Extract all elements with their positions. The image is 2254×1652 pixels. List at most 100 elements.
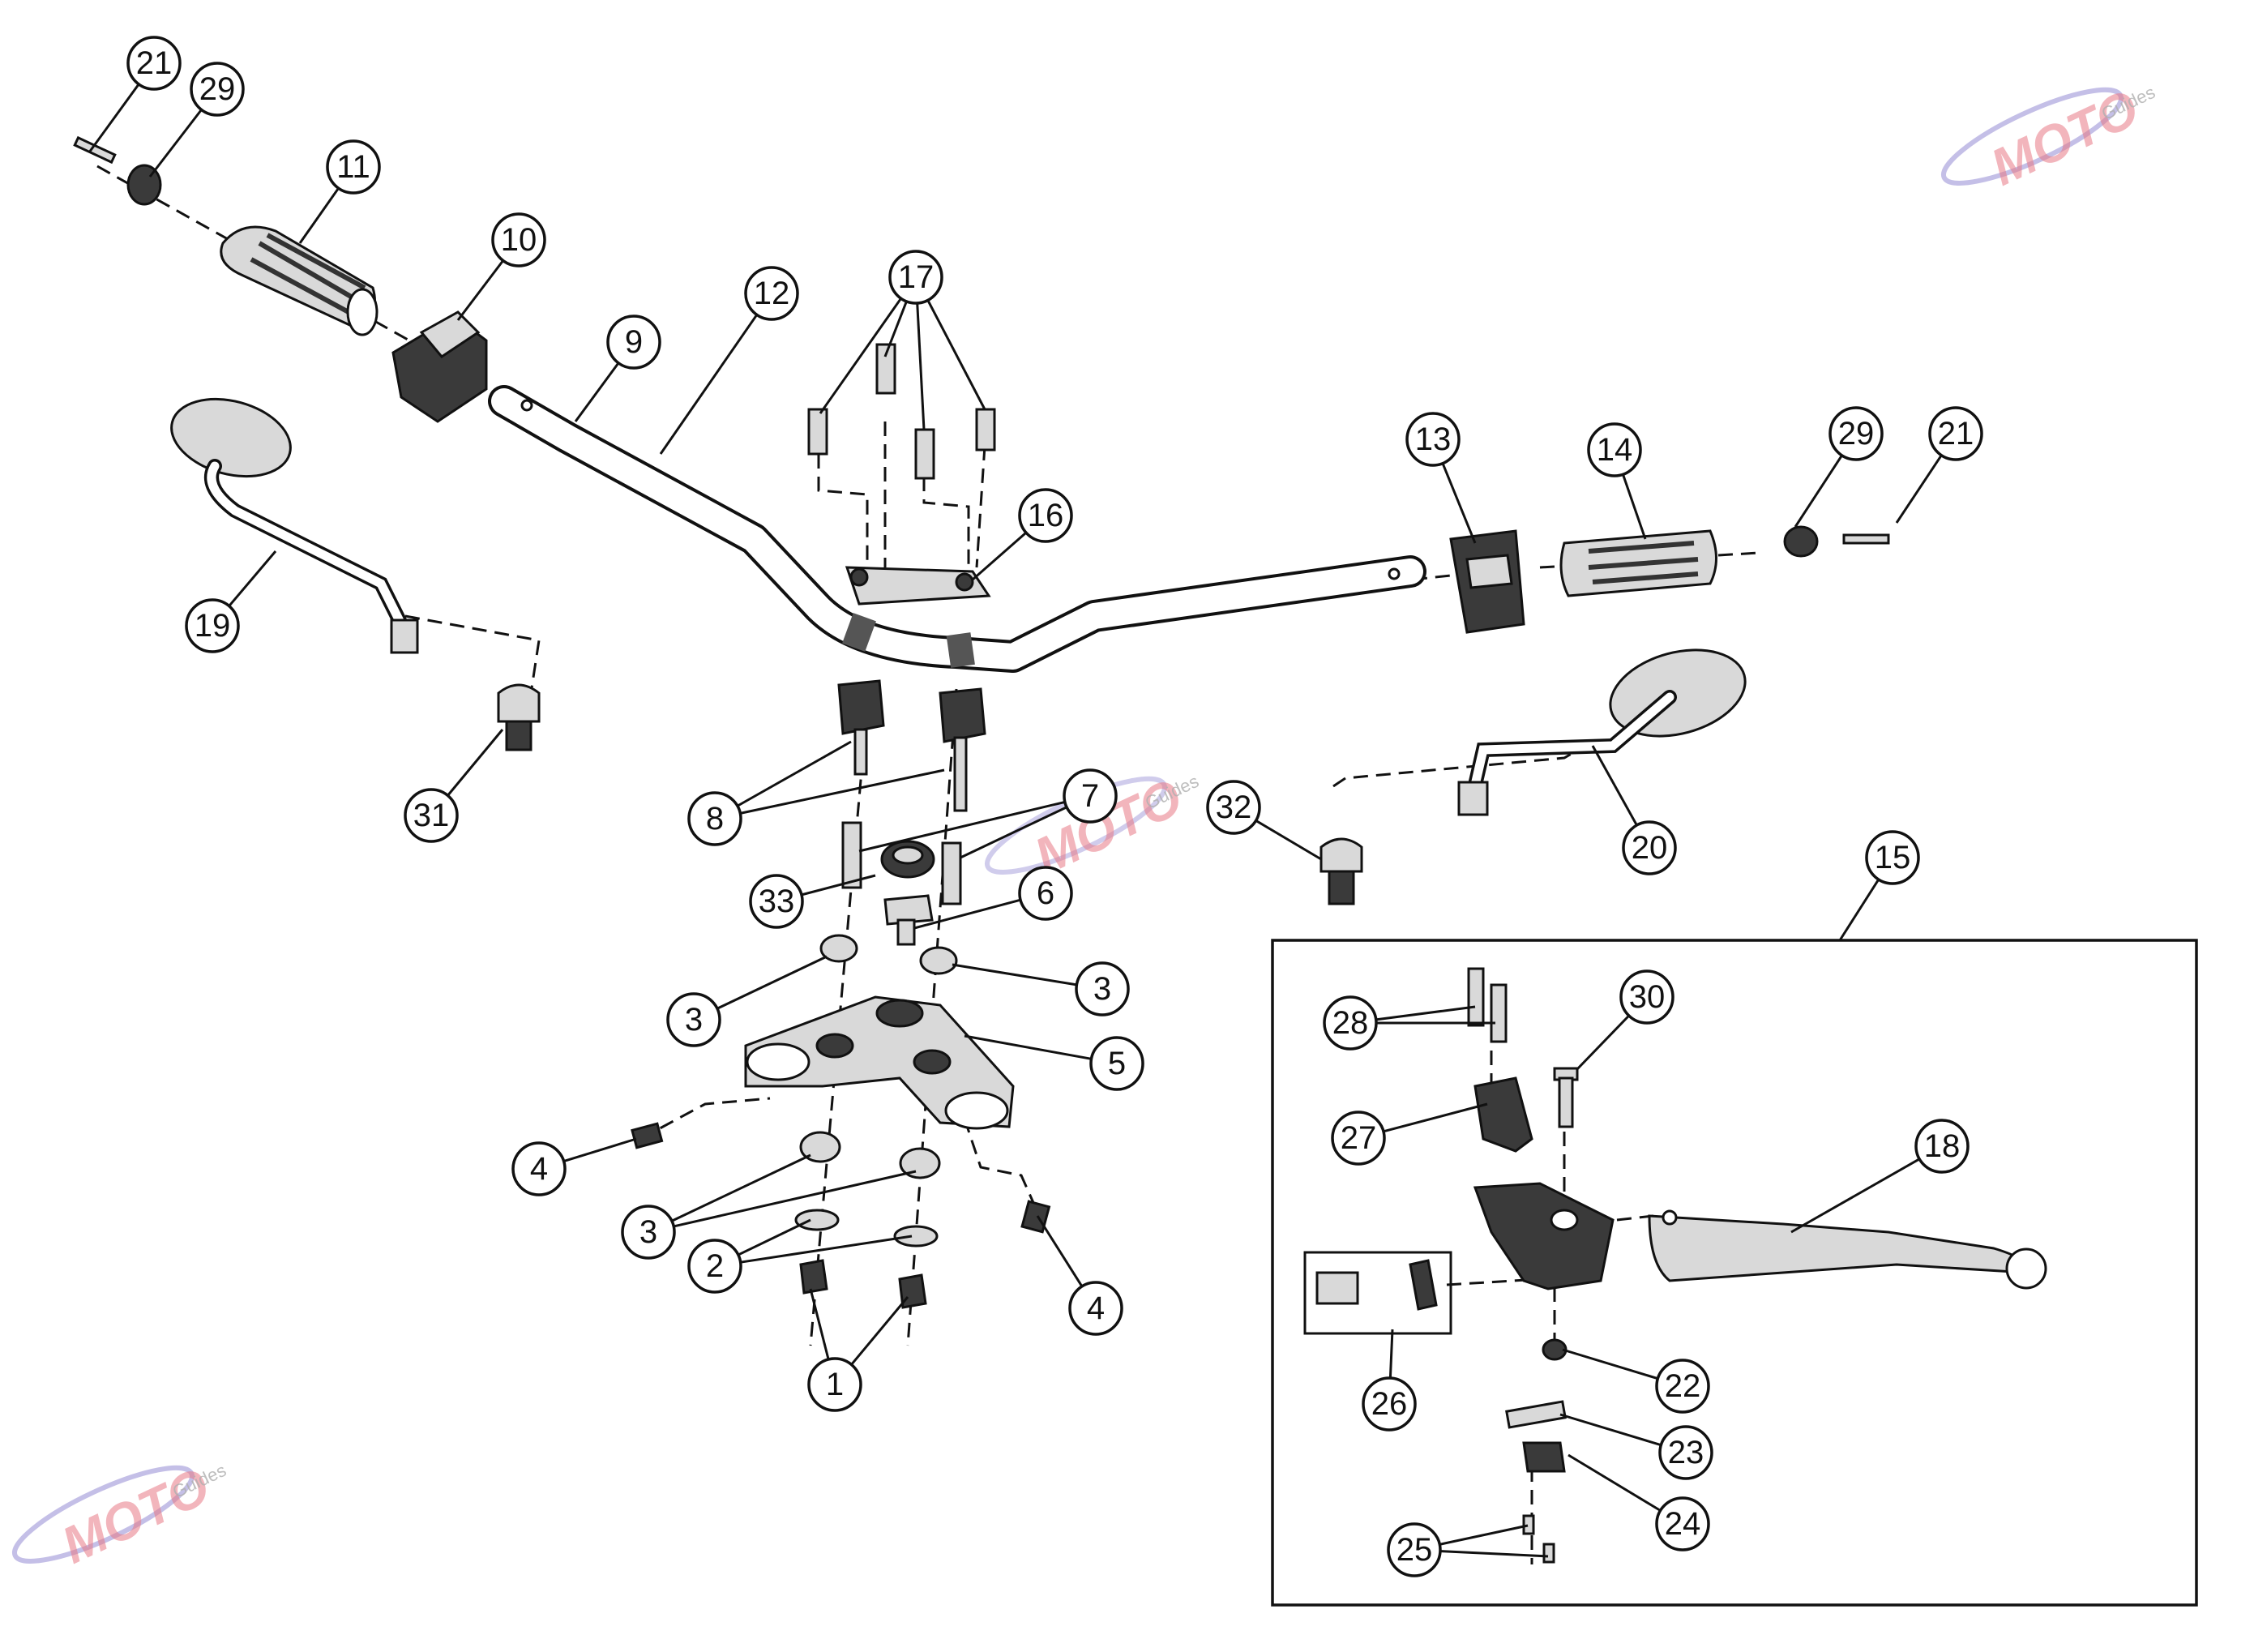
callout-4: 4 [511, 1137, 637, 1196]
callout-11: 11 [298, 139, 381, 244]
callout-bubble [1655, 1496, 1710, 1551]
callout-leader [1838, 879, 1880, 941]
upper-clamp [845, 566, 991, 606]
callout-number: 28 [1332, 1005, 1369, 1041]
watermark-bottom-left: MOTO Guides [11, 1457, 229, 1575]
right-grip-assembly [1449, 525, 1890, 634]
callout-number: 25 [1396, 1532, 1433, 1568]
callout-8: 8 [687, 740, 945, 846]
callout-leader [447, 729, 504, 797]
callout-14: 14 [1587, 422, 1647, 540]
watermark-top-right: MOTO Guides [1940, 79, 2158, 197]
callout-leader [1591, 745, 1638, 826]
clamp-bolts [807, 343, 996, 480]
callout-number: 6 [1037, 875, 1054, 911]
callout-number: 26 [1371, 1386, 1408, 1422]
right-mirror [1319, 648, 1747, 905]
callout-12: 12 [659, 266, 799, 455]
callout-bubble [511, 1141, 567, 1196]
callout-leader [819, 297, 902, 414]
callout-bubble [687, 791, 742, 846]
callout-13: 13 [1405, 412, 1477, 544]
callout-21: 21 [1895, 406, 1983, 524]
callout-leader [737, 740, 852, 807]
callout-leader [1622, 473, 1647, 540]
callout-bubble [1928, 406, 1983, 461]
callout-17: 17 [819, 250, 986, 430]
callout-number: 4 [1087, 1290, 1105, 1326]
callout-bubble [1362, 1376, 1417, 1432]
spacers [841, 821, 962, 946]
callout-number: 21 [1938, 416, 1974, 452]
callout-20: 20 [1591, 745, 1677, 875]
callout-leader [960, 806, 1067, 859]
callout-7: 7 [858, 768, 1118, 859]
callout-bubble [1658, 1425, 1713, 1480]
callout-15: 15 [1838, 830, 1920, 941]
callout-leader [1441, 463, 1477, 544]
callout-29: 29 [1794, 406, 1884, 528]
left-mirror [170, 397, 541, 751]
callout-23: 23 [1559, 1413, 1713, 1480]
callout-leader [1439, 1550, 1549, 1558]
callout-bubble [1018, 866, 1073, 921]
callout-leader [850, 1296, 909, 1366]
callout-bubble [1018, 488, 1073, 543]
callout-number: 3 [1093, 971, 1111, 1007]
callout-leader [809, 1288, 830, 1360]
callout-leader [1895, 454, 1943, 524]
callout-bubble [1828, 406, 1884, 461]
callout-number: 27 [1341, 1120, 1377, 1156]
callout-19: 19 [185, 550, 277, 653]
callout-leader [1388, 1329, 1394, 1379]
callout-bubble [491, 212, 546, 267]
callout-leader [1383, 1102, 1488, 1133]
callout-number: 29 [199, 71, 236, 107]
callout-26: 26 [1362, 1329, 1417, 1432]
callout-leader [1559, 1413, 1662, 1447]
callout-leader [1255, 820, 1322, 861]
callout-number: 10 [501, 222, 537, 258]
callout-leader [563, 1137, 637, 1163]
callout-9: 9 [574, 315, 661, 422]
callout-leader [1575, 1014, 1630, 1072]
callout-18: 18 [1790, 1119, 1970, 1234]
callout-number: 13 [1415, 422, 1452, 457]
callout-number: 3 [685, 1002, 703, 1038]
callout-leader [738, 1218, 811, 1256]
callout-leader [739, 768, 945, 815]
callout-1: 1 [807, 1288, 909, 1412]
callout-bubble [1622, 820, 1677, 875]
callout-leader [1568, 1453, 1662, 1512]
callout-number: 1 [826, 1367, 844, 1402]
callout-28: 28 [1323, 995, 1495, 1051]
callout-24: 24 [1568, 1453, 1710, 1551]
callout-number: 9 [625, 324, 643, 360]
callout-leader [148, 109, 203, 178]
callout-number: 3 [639, 1214, 657, 1250]
callout-bubble [1206, 780, 1261, 835]
callout-leader [1375, 1005, 1476, 1021]
callout-bubble [126, 36, 182, 91]
callout-25: 25 [1387, 1522, 1549, 1577]
callout-bubble [666, 992, 721, 1047]
callout-number: 12 [754, 276, 790, 311]
left-grip-assembly [73, 135, 488, 423]
callout-bubble [1323, 995, 1378, 1051]
callout-leader [1439, 1524, 1529, 1546]
callout-number: 17 [898, 259, 935, 295]
callout-number: 20 [1632, 830, 1668, 866]
callout-leader [228, 550, 277, 607]
callout-4: 4 [1036, 1215, 1123, 1336]
callout-bubble [807, 1357, 862, 1412]
callout-31: 31 [404, 729, 504, 843]
callout-bubble [326, 139, 381, 195]
callout-leader [1562, 1348, 1658, 1380]
callout-leader [716, 955, 828, 1010]
callout-number: 23 [1668, 1435, 1704, 1470]
callout-number: 22 [1665, 1368, 1701, 1404]
callout-21: 21 [88, 36, 182, 153]
callout-number: 11 [336, 149, 370, 185]
